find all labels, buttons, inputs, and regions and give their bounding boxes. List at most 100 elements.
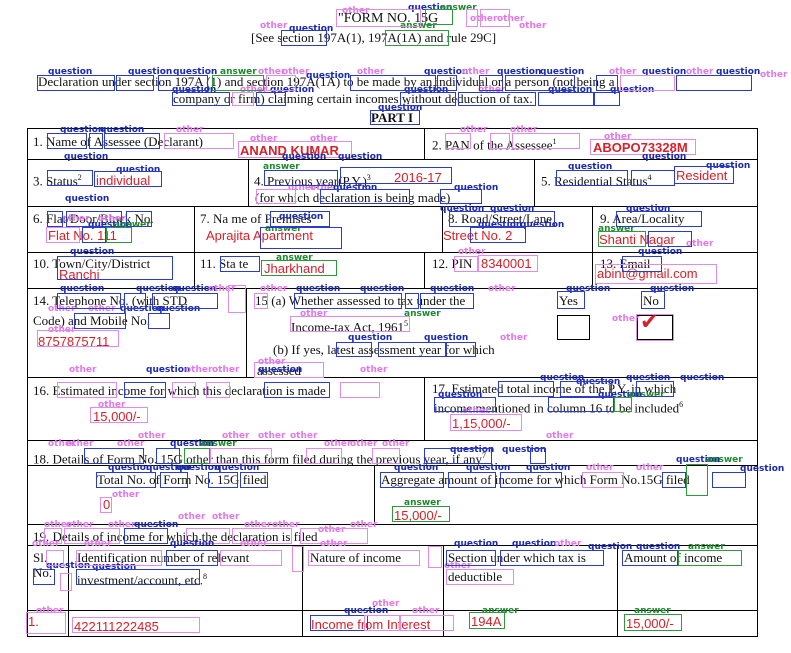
annotation-label: question — [576, 377, 621, 387]
annotation-label: question — [430, 284, 475, 294]
premises-value[interactable]: Aprajita Apartment — [206, 228, 313, 243]
row-id-value[interactable]: 422111222485 — [74, 619, 159, 634]
annotation-label: question — [642, 152, 687, 162]
aggregate-label: Aggregate amount of income for which For… — [381, 472, 690, 487]
annotation-label: other — [324, 439, 352, 449]
col-identification-header-1: Identification number of relevant — [77, 550, 250, 565]
status-value[interactable]: individual — [96, 173, 151, 188]
town-label: 10. Town/City/District — [33, 256, 151, 271]
annotation-label: other — [500, 333, 528, 343]
annotation-label: answer — [220, 67, 257, 77]
annotation-label: other — [84, 539, 112, 549]
annotation-label: question — [424, 333, 469, 343]
pan-value[interactable]: ABOPO73328M — [593, 140, 688, 155]
town-value[interactable]: Ranchi — [59, 267, 100, 282]
annotation-label: question — [450, 445, 495, 455]
annotation-label: question — [454, 183, 499, 193]
previous-year-value[interactable]: 2016-17 — [394, 170, 442, 185]
annotation-label: question — [478, 220, 523, 230]
annotation-label: other — [470, 14, 498, 24]
annotation-label: other — [282, 67, 310, 77]
annotation-label: question — [136, 284, 181, 294]
pin-value[interactable]: 8340001 — [481, 256, 532, 271]
annotation-label: answer — [598, 224, 635, 234]
annotation-label: question — [626, 204, 671, 214]
row-amount-value[interactable]: 15,000/- — [626, 616, 674, 631]
annotation-label: other — [310, 134, 338, 144]
area-value[interactable]: Shanti Nagar — [599, 232, 675, 247]
annotation-label: question — [46, 561, 91, 571]
annotation-label: other — [240, 539, 268, 549]
annotation-label: other — [462, 67, 490, 77]
annotation-label: question — [526, 463, 571, 473]
residential-status-value[interactable]: Resident — [676, 168, 728, 183]
annotation-label: other — [62, 214, 90, 224]
annotation-label: question — [568, 162, 613, 172]
annotation-label: other — [48, 304, 76, 314]
annotation-label: other — [98, 214, 126, 224]
name-value[interactable]: ANAND KUMAR — [240, 143, 339, 158]
total-income-value[interactable]: 1,15,000/- — [452, 416, 511, 431]
annotation-label: other — [66, 439, 94, 449]
annotation-label: question — [306, 71, 351, 81]
latest-assessment-label-2: assessed — [257, 363, 302, 378]
residential-status-label: 5. Residential Status4 — [541, 173, 652, 189]
annotation-label: other — [586, 463, 614, 473]
annotation-label: other — [208, 284, 236, 294]
annotation-label: question — [394, 463, 439, 473]
annotation-label: other — [760, 70, 788, 80]
annotation-label: other — [138, 431, 166, 441]
state-value[interactable]: Jharkhand — [264, 261, 325, 276]
premises-label: 7. Na me of Premises — [200, 211, 312, 226]
annotation-label: question — [60, 284, 105, 294]
annotation-label: answer — [200, 439, 237, 449]
previous-year-label: 4. Previous year(P.Y.)3 — [254, 173, 371, 189]
annotation-label: question — [490, 204, 535, 214]
declaration-line-1: Declaration under section 197A (1) and s… — [38, 74, 615, 89]
annotation-label: other — [604, 132, 632, 142]
annotation-label: other — [310, 183, 338, 193]
yes-checkbox[interactable] — [557, 315, 590, 340]
annotation-label: question — [566, 284, 611, 294]
annotation-label: question — [360, 284, 405, 294]
phone-value[interactable]: 8757875711 — [38, 334, 110, 349]
road-value[interactable]: Street No. 2 — [443, 228, 513, 243]
annotation-label: question — [636, 542, 681, 552]
annotation-label: question — [378, 103, 423, 113]
annotation-label: question — [289, 24, 334, 34]
annotation-label: other — [609, 67, 637, 77]
annotation-label: question — [48, 67, 93, 77]
row-section-value[interactable]: 194A — [471, 614, 502, 629]
annotation-label: question — [173, 67, 218, 77]
estimated-income-value[interactable]: 15,000/- — [93, 409, 141, 424]
annotation-label: other — [98, 400, 126, 410]
total-income-label-1: 17. Estimated total income of the P.Y. i… — [432, 381, 677, 396]
annotation-label: question — [146, 463, 191, 473]
annotation-label: other — [360, 365, 388, 375]
annotation-label: question — [258, 365, 303, 375]
no-checkbox[interactable] — [637, 315, 673, 340]
income-details-label: 19. Details of income for which the decl… — [33, 529, 318, 544]
annotation-label: question — [108, 463, 153, 473]
annotation-label: other — [372, 599, 400, 609]
annotation-label: other — [519, 21, 547, 31]
annotation-label: other — [222, 431, 250, 441]
annotation-label: other — [176, 125, 204, 135]
annotation-label: other — [342, 6, 370, 16]
annotation-label: question — [438, 390, 483, 400]
annotation-label: question — [172, 284, 217, 294]
annotation-label: question — [502, 445, 547, 455]
annotation-label: other — [612, 314, 640, 324]
annotation-label: answer — [404, 309, 441, 319]
annotation-label: other — [250, 134, 278, 144]
total-forms-label: Total No. of Form No. 15G filed — [97, 472, 267, 487]
annotation-label: other — [44, 520, 72, 530]
declaration-line-2: company or firm) claiming certain income… — [173, 91, 533, 106]
total-forms-value[interactable]: 0 — [103, 497, 111, 512]
annotation-label: other — [357, 67, 385, 77]
email-label: 13. Email — [600, 256, 651, 271]
aggregate-value[interactable]: 15,000/- — [394, 508, 442, 523]
annotation-label: question — [540, 373, 585, 383]
row-sl-value[interactable]: 1. — [28, 614, 39, 629]
annotation-label: other — [320, 539, 348, 549]
